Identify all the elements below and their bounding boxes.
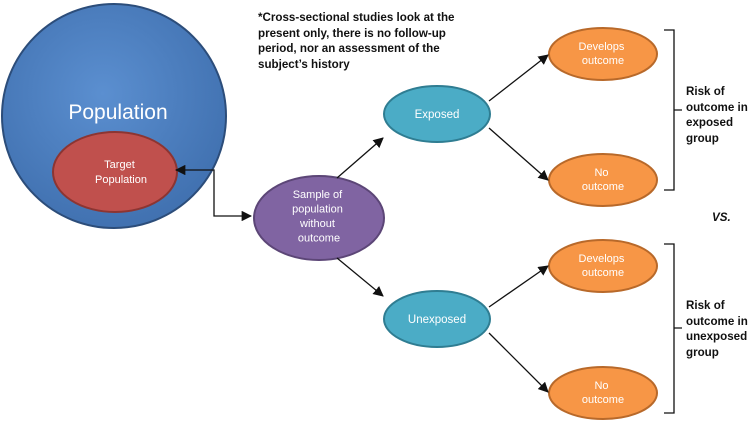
- no-top-line-2: outcome: [582, 181, 624, 193]
- arrow-exposed-develops: [488, 54, 549, 102]
- sample-ellipse: [253, 175, 385, 261]
- target-population-ellipse: [52, 131, 178, 213]
- versus-label: VS.: [712, 211, 731, 224]
- develops-bottom-line-1: Develops: [579, 253, 625, 265]
- no-bottom-line-2: outcome: [582, 394, 624, 406]
- unexposed-ellipse: [383, 290, 491, 348]
- arrow-exposed-no: [488, 127, 549, 181]
- develops-bottom-line-2: outcome: [582, 267, 624, 279]
- exposed-ellipse: [383, 85, 491, 143]
- arrow-unexposed-develops: [488, 265, 549, 308]
- bracket-unexposed: [664, 243, 682, 414]
- no-bottom-line-1: No: [594, 380, 608, 392]
- risk-unexposed-label: Risk of outcome in unexposed group: [686, 299, 748, 359]
- risk-exposed-label: Risk of outcome in exposed group: [686, 85, 748, 145]
- develops-top-line-2: outcome: [582, 55, 624, 67]
- develops-outcome-top: [548, 27, 658, 81]
- sample-line-4: outcome: [298, 233, 340, 245]
- target-sample-connector: [174, 164, 253, 222]
- target-population-label: Target Population: [95, 159, 147, 186]
- sample-line-1: Sample of: [293, 189, 343, 201]
- no-outcome-bottom-label: No outcome: [582, 380, 624, 406]
- sample-label: Sample of population without outcome: [292, 189, 346, 245]
- arrow-unexposed-no: [488, 332, 549, 393]
- arrow-sample-exposed: [336, 137, 384, 179]
- bracket-exposed: [664, 29, 682, 191]
- cross-sectional-note: *Cross-sectional studies look at the pre…: [258, 11, 455, 71]
- arrow-sample-unexposed: [336, 257, 384, 297]
- no-top-line-1: No: [594, 167, 608, 179]
- develops-top-line-1: Develops: [579, 41, 625, 53]
- no-outcome-bottom: [548, 366, 658, 420]
- develops-outcome-top-label: Develops outcome: [579, 41, 628, 67]
- population-label: Population: [68, 101, 167, 124]
- no-outcome-top: [548, 153, 658, 207]
- sample-line-3: without: [299, 218, 335, 230]
- target-line-2: Population: [95, 174, 147, 186]
- develops-outcome-bottom: [548, 239, 658, 293]
- no-outcome-top-label: No outcome: [582, 167, 624, 193]
- target-line-1: Target: [104, 159, 135, 171]
- develops-outcome-bottom-label: Develops outcome: [579, 253, 628, 279]
- sample-line-2: population: [292, 204, 343, 216]
- unexposed-label: Unexposed: [408, 314, 466, 326]
- exposed-label: Exposed: [415, 109, 460, 121]
